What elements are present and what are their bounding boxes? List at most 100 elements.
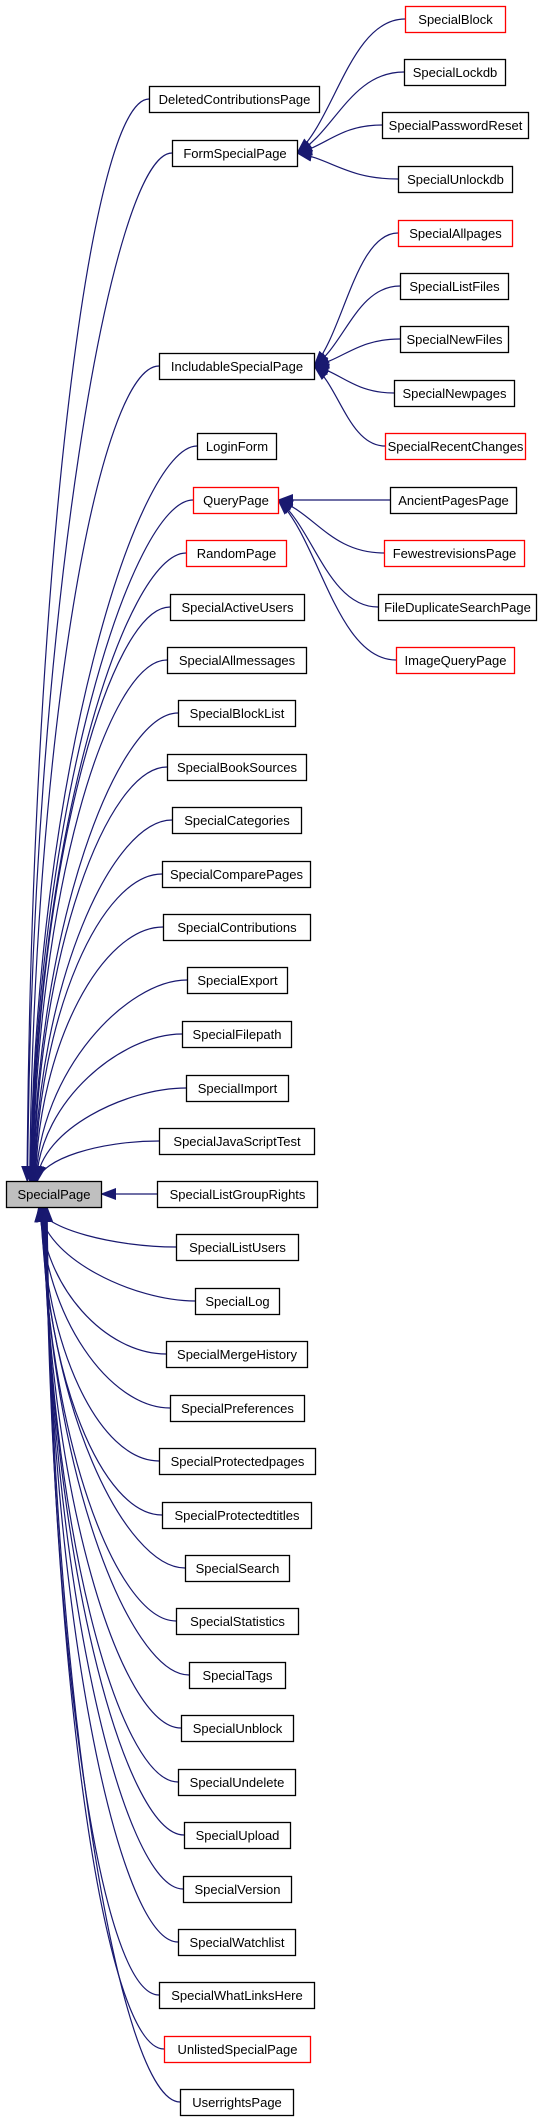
class-node-specialunlockdb[interactable]: SpecialUnlockdb — [397, 165, 514, 194]
class-node-label: SpecialAllpages — [409, 226, 502, 241]
class-node-label: SpecialPreferences — [181, 1401, 294, 1416]
class-node-formspecialpage[interactable]: FormSpecialPage — [171, 139, 299, 168]
class-node-specialpreferences[interactable]: SpecialPreferences — [169, 1394, 306, 1423]
class-node-label: SpecialLockdb — [413, 65, 498, 80]
class-node-label: SpecialWatchlist — [190, 1935, 285, 1950]
class-node-specialallpages[interactable]: SpecialAllpages — [397, 219, 514, 248]
class-node-specialunblock[interactable]: SpecialUnblock — [180, 1714, 295, 1743]
class-node-label: SpecialTags — [202, 1668, 273, 1683]
class-node-specialnewfiles[interactable]: SpecialNewFiles — [399, 325, 510, 354]
class-node-box — [384, 432, 527, 461]
class-node-specialactiveusers[interactable]: SpecialActiveUsers — [169, 593, 306, 622]
edge-speciallistfiles-to-includablespecialpage — [313, 285, 401, 367]
class-node-box — [179, 2088, 295, 2117]
class-node-specialexport[interactable]: SpecialExport — [186, 966, 289, 995]
class-node-fileduplicatesearchpage[interactable]: FileDuplicateSearchPage — [377, 593, 538, 622]
class-node-box — [383, 539, 526, 568]
class-node-specialwatchlist[interactable]: SpecialWatchlist — [177, 1928, 297, 1957]
class-node-deletedcontributionspage[interactable]: DeletedContributionsPage — [148, 85, 321, 114]
class-node-label: SpecialMergeHistory — [177, 1347, 297, 1362]
class-node-box — [158, 1981, 316, 2010]
class-node-speciallockdb[interactable]: SpecialLockdb — [403, 58, 507, 87]
class-node-box — [180, 1714, 295, 1743]
class-node-userrightspage[interactable]: UserrightsPage — [179, 2088, 295, 2117]
edge-specialallmessages-to-specialpage — [26, 659, 168, 1182]
class-node-label: FewestrevisionsPage — [393, 546, 517, 561]
class-node-box — [156, 1180, 319, 1209]
class-node-box — [181, 1020, 293, 1049]
class-node-specialjavascripttest[interactable]: SpecialJavaScriptTest — [158, 1127, 316, 1156]
class-node-specialfilepath[interactable]: SpecialFilepath — [181, 1020, 293, 1049]
class-node-label: SpecialBlockList — [190, 706, 285, 721]
edge-specialfilepath-to-specialpage — [31, 1033, 183, 1182]
class-node-specialcomparepages[interactable]: SpecialComparePages — [161, 860, 312, 889]
class-node-label: SpecialListGroupRights — [170, 1187, 306, 1202]
class-node-specialversion[interactable]: SpecialVersion — [182, 1875, 293, 1904]
class-node-box — [169, 593, 306, 622]
class-node-label: SpecialAllmessages — [179, 653, 296, 668]
class-node-box — [188, 1661, 287, 1690]
class-node-fewestrevisionspage[interactable]: FewestrevisionsPage — [383, 539, 526, 568]
class-node-specialsearch[interactable]: SpecialSearch — [184, 1554, 291, 1583]
class-node-includablespecialpage[interactable]: IncludableSpecialPage — [158, 352, 316, 381]
class-node-specialblock[interactable]: SpecialBlock — [404, 5, 507, 34]
class-node-box — [171, 139, 299, 168]
class-node-specialtags[interactable]: SpecialTags — [188, 1661, 287, 1690]
class-node-box — [165, 1340, 309, 1369]
class-node-box — [192, 486, 280, 515]
class-node-specialimport[interactable]: SpecialImport — [185, 1074, 290, 1103]
class-node-label: SpecialNewFiles — [406, 332, 503, 347]
class-node-box — [397, 219, 514, 248]
class-node-specialbooksources[interactable]: SpecialBookSources — [166, 753, 308, 782]
class-node-loginform[interactable]: LoginForm — [196, 432, 278, 461]
class-node-specialblocklist[interactable]: SpecialBlockList — [177, 699, 297, 728]
class-node-ancientpagespage[interactable]: AncientPagesPage — [389, 486, 518, 515]
edge-specialcomparepages-to-specialpage — [29, 873, 163, 1182]
class-node-specialrecentchanges[interactable]: SpecialRecentChanges — [384, 432, 527, 461]
edge-specialjavascripttest-to-specialpage — [34, 1140, 160, 1182]
class-node-specialprotectedtitles[interactable]: SpecialProtectedtitles — [161, 1501, 313, 1530]
class-node-specialallmessages[interactable]: SpecialAllmessages — [166, 646, 308, 675]
class-node-label: SpecialPage — [18, 1187, 91, 1202]
class-node-box — [381, 111, 530, 140]
edge-specialbooksources-to-specialpage — [27, 766, 168, 1182]
class-node-specialstatistics[interactable]: SpecialStatistics — [175, 1607, 300, 1636]
class-node-label: SpecialNewpages — [402, 386, 507, 401]
class-node-box — [5, 1180, 103, 1209]
class-node-specialwhatlinkshere[interactable]: SpecialWhatLinksHere — [158, 1981, 316, 2010]
class-node-specialpage[interactable]: SpecialPage — [5, 1180, 103, 1209]
class-node-imagequerypage[interactable]: ImageQueryPage — [395, 646, 516, 675]
class-node-randompage[interactable]: RandomPage — [185, 539, 288, 568]
edge-specialstatistics-to-specialpage — [36, 1206, 177, 1622]
class-node-specialpasswordreset[interactable]: SpecialPasswordReset — [381, 111, 530, 140]
edge-deletedcontributionspage-to-specialpage — [21, 98, 150, 1182]
class-node-specialupload[interactable]: SpecialUpload — [183, 1821, 292, 1850]
class-node-querypage[interactable]: QueryPage — [192, 486, 280, 515]
class-node-label: SpecialActiveUsers — [182, 600, 294, 615]
class-node-label: SpecialContributions — [177, 920, 297, 935]
class-node-box — [175, 1233, 300, 1262]
class-node-speciallistfiles[interactable]: SpecialListFiles — [399, 272, 510, 301]
class-node-specialmergehistory[interactable]: SpecialMergeHistory — [165, 1340, 309, 1369]
class-node-speciallog[interactable]: SpecialLog — [194, 1287, 281, 1316]
class-node-unlistedspecialpage[interactable]: UnlistedSpecialPage — [163, 2035, 312, 2064]
class-node-box — [161, 860, 312, 889]
class-node-speciallistusers[interactable]: SpecialListUsers — [175, 1233, 300, 1262]
class-node-label: SpecialListFiles — [409, 279, 500, 294]
edge-specialcontributions-to-specialpage — [29, 926, 164, 1182]
class-node-speciallistgrouprights[interactable]: SpecialListGroupRights — [156, 1180, 319, 1209]
class-node-label: SpecialLog — [205, 1294, 269, 1309]
edge-unlistedspecialpage-to-specialpage — [40, 1206, 165, 2050]
class-node-box — [403, 58, 507, 87]
class-node-specialundelete[interactable]: SpecialUndelete — [177, 1768, 297, 1797]
edge-specialactiveusers-to-specialpage — [26, 606, 171, 1182]
class-node-specialcategories[interactable]: SpecialCategories — [171, 806, 303, 835]
class-node-box — [161, 1501, 313, 1530]
class-node-box — [177, 1928, 297, 1957]
class-node-box — [185, 539, 288, 568]
class-node-specialnewpages[interactable]: SpecialNewpages — [393, 379, 516, 408]
class-node-label: SpecialPasswordReset — [389, 118, 523, 133]
edge-userrightspage-to-specialpage — [41, 1206, 181, 2103]
class-node-specialcontributions[interactable]: SpecialContributions — [162, 913, 312, 942]
class-node-specialprotectedpages[interactable]: SpecialProtectedpages — [158, 1447, 317, 1476]
